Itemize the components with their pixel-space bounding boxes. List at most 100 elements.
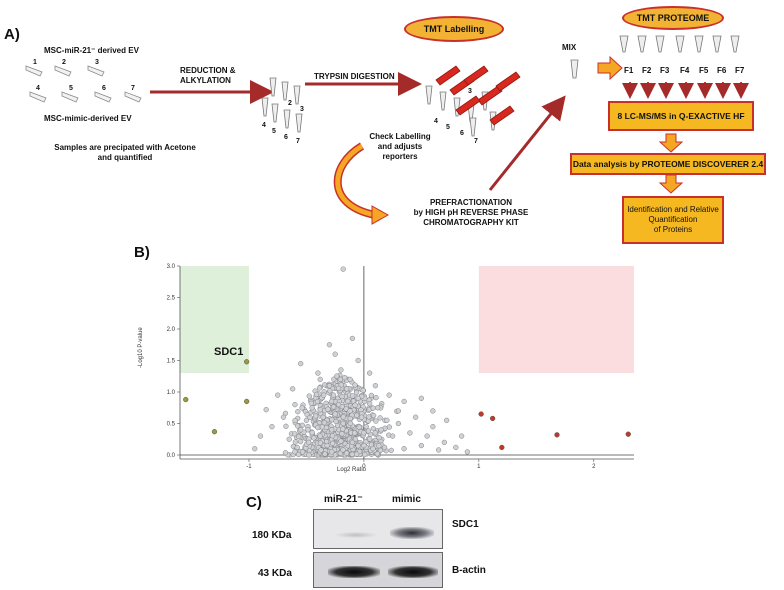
check-labelling-text: Check Labelling and adjusts reporters <box>369 132 431 161</box>
data-point <box>322 451 328 457</box>
prefractionation-text: PREFRACTIONATION by HIGH pH REVERSE PHAS… <box>413 198 529 227</box>
data-point <box>321 392 327 398</box>
data-point <box>358 414 365 420</box>
data-point <box>292 401 298 408</box>
data-point <box>317 376 323 383</box>
data-point <box>353 451 360 457</box>
data-point <box>352 382 358 388</box>
data-point <box>252 446 258 452</box>
data-point <box>244 398 250 405</box>
data-point <box>335 385 342 391</box>
data-point <box>340 426 346 432</box>
data-point <box>370 412 377 419</box>
data-point <box>338 438 344 444</box>
data-point <box>317 433 323 439</box>
data-point <box>370 425 376 432</box>
western-blot-bactin <box>313 552 443 588</box>
mix-diagonal-arrow <box>488 95 566 191</box>
mix-label: MIX <box>562 43 577 52</box>
data-point <box>329 449 335 455</box>
data-point <box>320 414 326 420</box>
y-tick-label: 2.5 <box>167 296 176 302</box>
y-axis-label: -Log10 P-value <box>138 327 144 368</box>
data-point <box>389 433 396 439</box>
data-point <box>313 391 320 398</box>
data-point <box>499 444 505 451</box>
data-point <box>366 370 373 376</box>
fraction-label: F4 <box>680 66 690 75</box>
data-point <box>330 404 337 410</box>
data-point <box>361 442 367 449</box>
data-point <box>368 392 375 399</box>
tube-num: 3 <box>300 106 304 113</box>
data-point <box>356 424 362 430</box>
data-to-ident-arrow <box>658 174 684 194</box>
data-point <box>282 450 289 456</box>
data-point <box>354 412 360 418</box>
data-point <box>337 450 343 456</box>
identification-box: Identification and Relative Quantificati… <box>622 196 724 244</box>
data-point <box>430 424 436 430</box>
data-point <box>478 411 484 417</box>
data-point <box>326 342 333 348</box>
data-point <box>295 451 302 458</box>
data-point <box>329 440 336 446</box>
mix-tube <box>570 59 579 79</box>
data-point <box>339 431 345 437</box>
y-tick-label: 1.0 <box>167 390 176 396</box>
data-point <box>370 446 376 452</box>
data-point <box>395 420 402 427</box>
fraction-tubes <box>619 35 740 53</box>
data-point <box>340 266 346 272</box>
data-point <box>306 439 312 446</box>
data-point <box>329 427 335 433</box>
down-regulated-region <box>180 266 249 374</box>
fraction-label: F5 <box>699 66 709 75</box>
data-point <box>435 447 442 453</box>
data-point <box>344 450 350 456</box>
data-point <box>349 335 356 342</box>
panel-c-label: C) <box>246 494 262 511</box>
tube-num: 5 <box>272 128 276 135</box>
data-point <box>315 370 321 376</box>
data-point <box>332 411 338 417</box>
x-axis-label: Log2 Ratio <box>337 467 367 473</box>
tube-num: 7 <box>296 138 300 145</box>
data-point <box>376 434 382 441</box>
data-point <box>349 393 356 399</box>
tube-num: 2 <box>62 59 66 66</box>
x-tick-label: 0 <box>362 464 366 470</box>
data-point <box>292 439 299 445</box>
data-point <box>340 414 346 420</box>
data-point <box>257 433 264 439</box>
data-point <box>309 405 315 411</box>
tmt-reagent-vials <box>435 65 521 126</box>
data-point <box>316 385 323 391</box>
data-point <box>377 447 384 454</box>
fraction-down-arrows <box>622 82 749 99</box>
data-point <box>283 423 289 429</box>
data-point <box>407 430 413 436</box>
data-point <box>298 427 304 433</box>
lane-mir21-label: miR-21⁻ <box>324 494 363 505</box>
data-point <box>327 388 333 394</box>
data-point <box>377 415 383 421</box>
data-point <box>296 433 302 440</box>
data-point <box>375 405 381 411</box>
data-point <box>312 413 319 419</box>
tube-num: 4 <box>36 85 40 92</box>
data-point <box>352 436 359 442</box>
x-tick-label: -1 <box>246 464 252 470</box>
band-bactin-mimic <box>388 566 438 578</box>
data-point <box>355 395 361 401</box>
data-point <box>292 417 298 424</box>
data-point <box>444 417 450 424</box>
data-point <box>384 417 390 424</box>
data-point <box>286 436 292 442</box>
data-point <box>347 408 353 414</box>
data-point <box>306 452 312 458</box>
data-point <box>308 400 314 407</box>
lcms-box: 8 LC-MS/MS in Q-EXACTIVE HF <box>608 101 754 131</box>
data-point <box>317 440 324 446</box>
data-point <box>367 436 373 442</box>
